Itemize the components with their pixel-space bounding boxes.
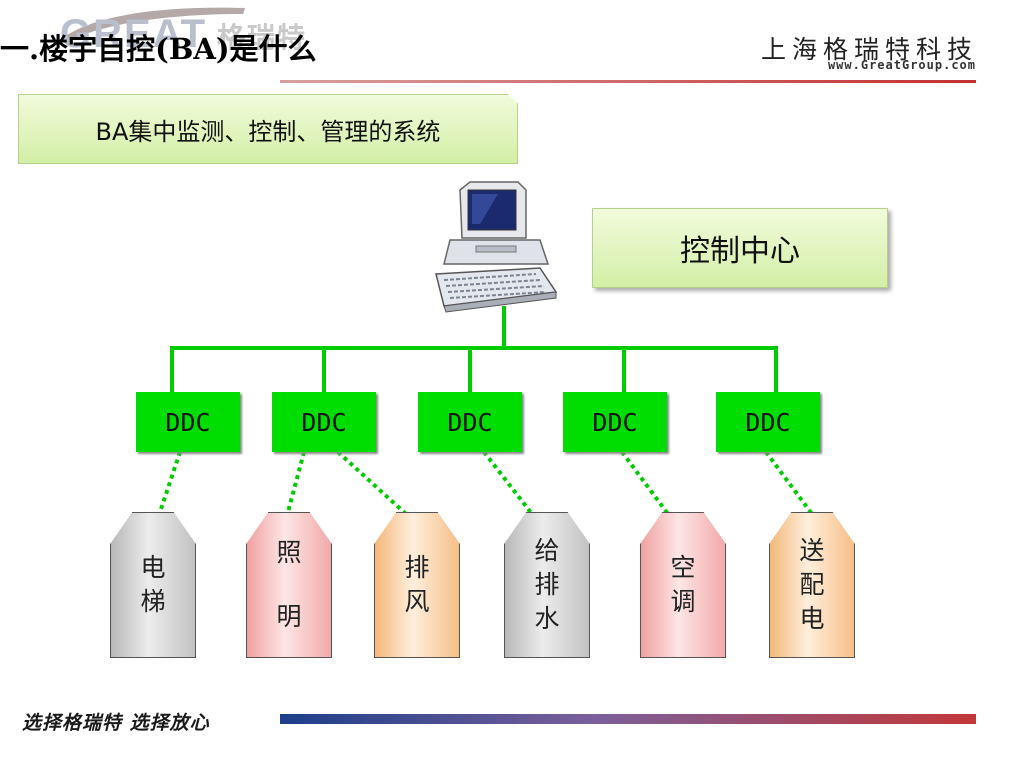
ddc-controller: DDC — [136, 392, 240, 452]
device-label-char: 配 — [799, 570, 825, 599]
ddc-controller: DDC — [418, 392, 522, 452]
device-label-char: 排 — [534, 570, 560, 599]
company-url: www.GreatGroup.com — [827, 58, 976, 72]
footer-gradient-bar — [280, 714, 976, 724]
device-water-supply: 给 排 水 — [504, 512, 590, 658]
device-label-char: 送 — [799, 536, 825, 565]
device-label-char: 排 — [404, 553, 430, 582]
device-label-char: 给 — [534, 536, 560, 565]
device-label-char: 电 — [140, 553, 166, 582]
device-label-char: 水 — [534, 604, 560, 633]
footer-slogan: 选择格瑞特 选择放心 — [22, 712, 210, 734]
device-label-char: 明 — [276, 602, 302, 631]
header-divider — [280, 80, 976, 83]
page-title: 一.楼宇自控(BA)是什么 — [0, 32, 317, 66]
summary-text: BA集中监测、控制、管理的系统 — [95, 117, 441, 146]
company-logo: GREAT 格瑞特 — [60, 12, 360, 72]
control-center-box: 控制中心 — [592, 208, 888, 288]
ddc-controller: DDC — [272, 392, 376, 452]
device-label-char: 空 — [670, 553, 696, 582]
device-air-conditioning: 空 调 — [640, 512, 726, 658]
control-bus — [170, 306, 778, 392]
device-ventilation: 排 风 — [374, 512, 460, 658]
company-name: 上海格瑞特科技 — [760, 35, 978, 64]
computer-workstation-icon — [435, 181, 558, 313]
summary-callout: BA集中监测、控制、管理的系统 — [18, 94, 518, 164]
device-elevator: 电 梯 — [110, 512, 196, 658]
logo-text: GREAT — [60, 12, 208, 56]
device-label-char: 风 — [404, 587, 430, 616]
logo-swoosh — [60, 7, 245, 42]
device-label-char: 调 — [670, 587, 696, 616]
device-label-char: 电 — [799, 604, 825, 633]
device-power-distribution: 送 配 电 — [769, 512, 855, 658]
device-label-char: 梯 — [140, 587, 166, 616]
ddc-controller: DDC — [716, 392, 820, 452]
control-center-label: 控制中心 — [680, 234, 800, 269]
device-links — [158, 450, 814, 516]
device-label-char: 照 — [276, 538, 302, 567]
device-lighting: 照 明 — [246, 512, 332, 658]
logo-text-cn: 格瑞特 — [217, 22, 308, 53]
ddc-controller: DDC — [563, 392, 667, 452]
